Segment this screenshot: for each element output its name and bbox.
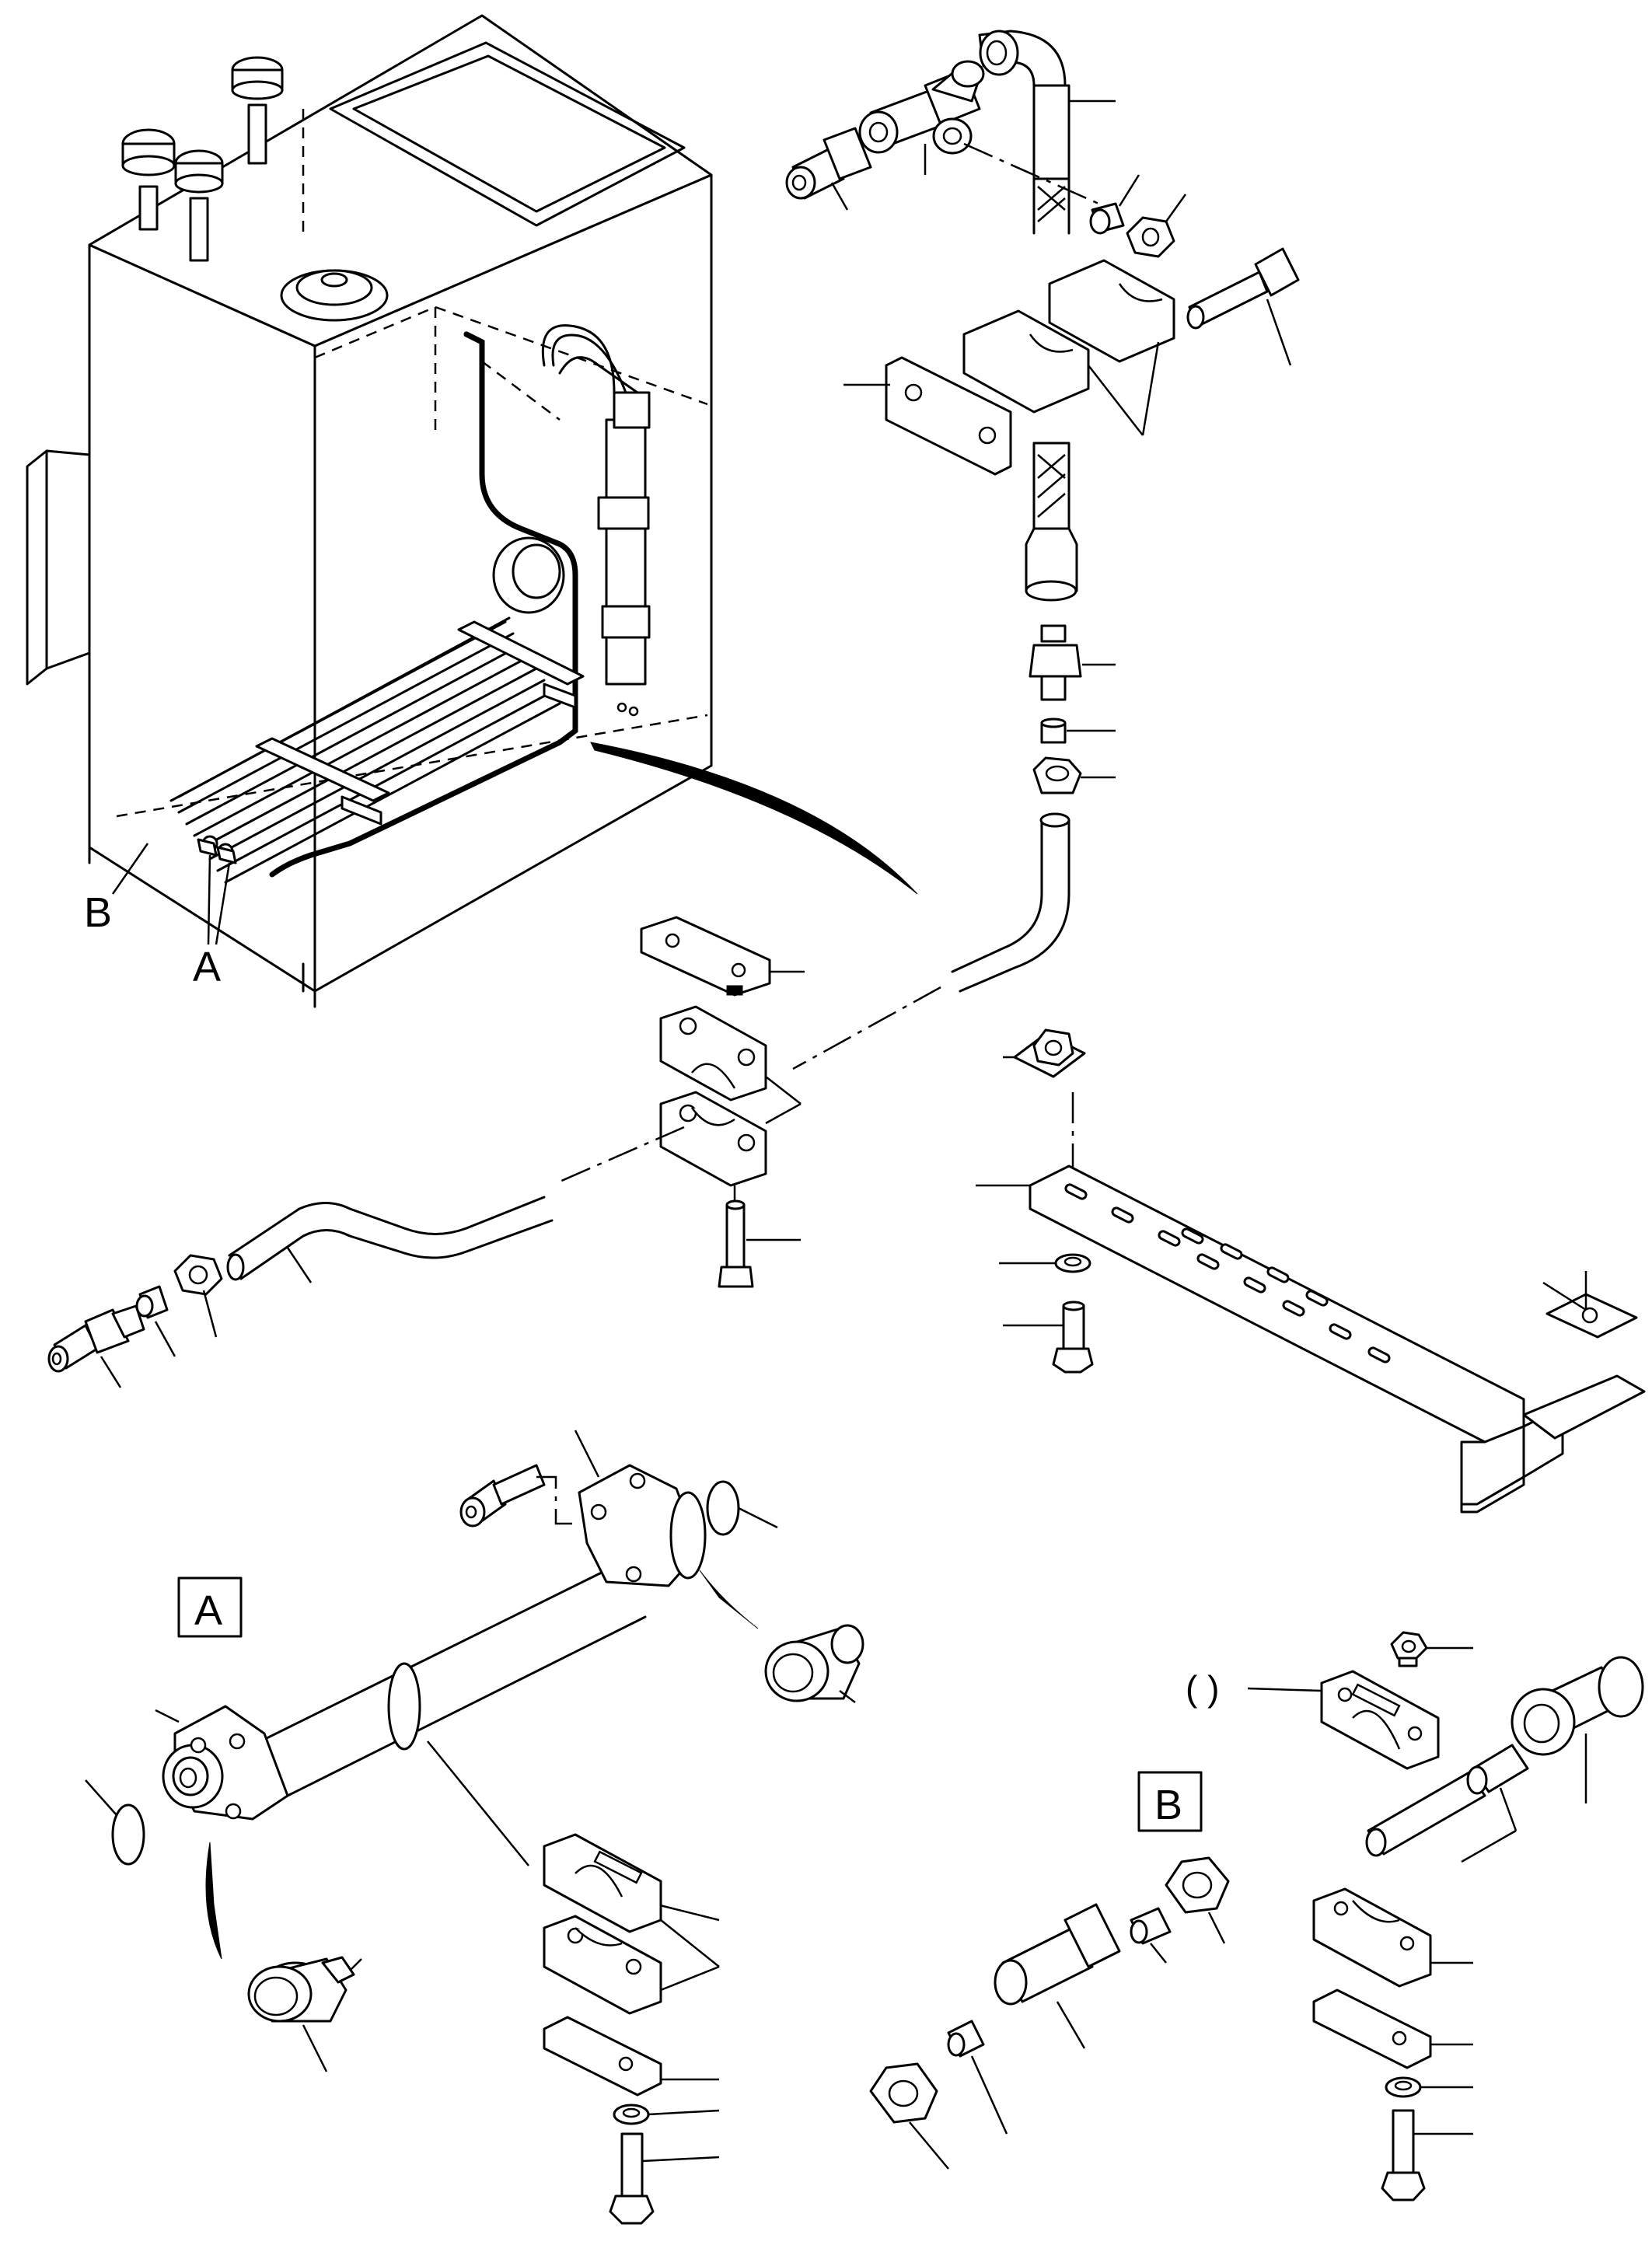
detail-view-b: B ( ) [869,1631,1644,2201]
knob-middle [174,149,224,262]
nipple-b [994,1903,1121,2006]
cup-right [764,1624,864,1702]
plate-middle [640,916,771,997]
knob-left [121,128,176,231]
nut-b [1165,1856,1230,1914]
detail-view-a: A [85,1430,864,2225]
pipe-section-b [1365,1744,1529,1857]
elbow-fitting [978,30,1067,99]
lower-left-pipe-group [47,1196,554,1388]
nut-small-top [1126,216,1175,258]
flange-right [578,1464,707,1587]
bracket-slots [1064,1183,1391,1363]
union-fitting [1511,1656,1644,1756]
sleeve-small [1040,718,1067,744]
tee-fitting [858,60,985,155]
square-nut-plate [1013,1028,1086,1078]
square-washer-right [1545,1293,1638,1339]
large-nut-b [869,2062,938,2124]
bracket-washer [1054,1253,1091,1273]
braided-hose [1032,84,1070,235]
detail-b-label: B [1154,1782,1182,1828]
sensor-cylinder [541,324,651,717]
nipple-lower-left [47,1304,145,1373]
cup-left [247,1956,355,2023]
knob-right [231,56,284,165]
nut-hose [1032,756,1082,794]
detail-a-frame [177,1576,243,1638]
backing-plate-top [885,356,1012,476]
clamp-lower-middle [659,1091,767,1187]
braided-hose-lower [1025,442,1078,602]
detail-a-label: A [194,1587,222,1634]
sleeve-lower-left [135,1285,169,1319]
hose-fittings-group [785,30,1300,993]
flange-left [162,1705,289,1821]
clamp-stack-a [543,1833,720,2225]
parenthesis-note: ( ) [1186,1668,1219,1709]
clamp-b-upper [1320,1670,1440,1770]
bracket-bolt [1052,1301,1094,1374]
machine-cabinet [26,14,713,1008]
nut-lower-left [173,1254,223,1296]
clamp-b-lower [1312,1887,1432,1988]
tube-bundle [169,616,585,884]
clamp-halves-top [962,259,1175,414]
hose-nipple [1029,624,1082,701]
male-adapter [785,127,872,200]
long-bolt [1186,247,1300,330]
middle-clamp-group [640,916,805,1288]
ferrule-small [1089,202,1125,235]
socket-screw [459,1464,546,1528]
detail-b-frame [1137,1771,1203,1832]
bolt-middle [718,1199,754,1288]
callout-label-b: B [84,889,112,936]
clamp-upper-middle [659,1005,767,1102]
flow-arrow [590,742,918,895]
callout-label-a: A [193,944,221,990]
perforated-bracket [976,1028,1646,1514]
